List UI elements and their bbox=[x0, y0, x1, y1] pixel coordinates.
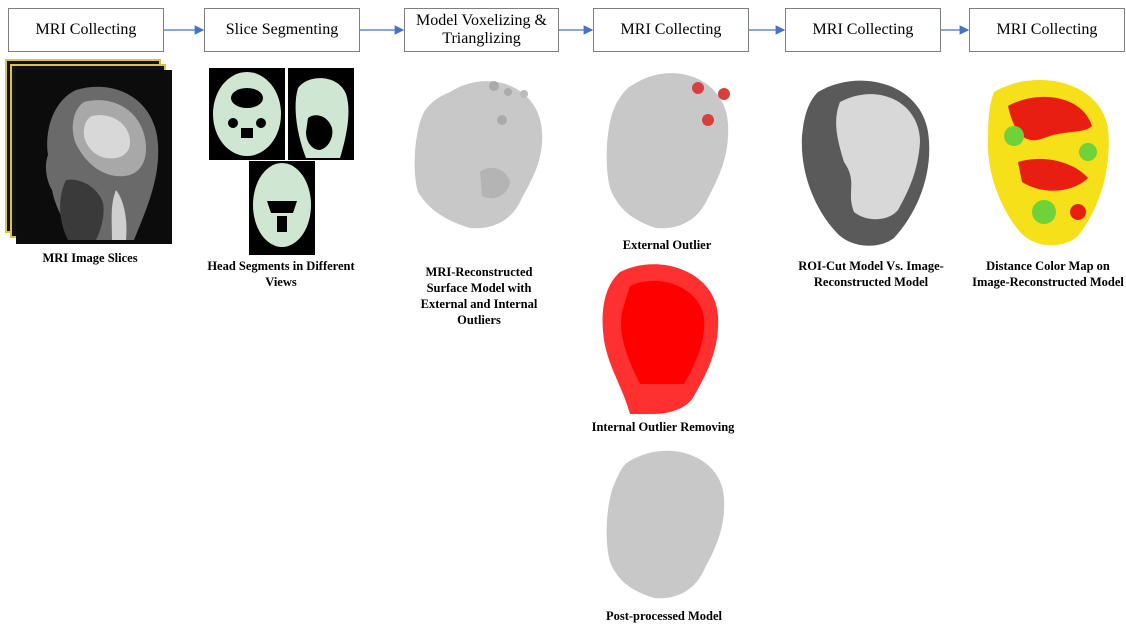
roi-cut-image bbox=[798, 72, 938, 252]
head-segment-sagittal-image bbox=[288, 68, 354, 160]
caption-mri-slices: MRI Image Slices bbox=[10, 250, 170, 266]
caption-external-outlier: External Outlier bbox=[594, 237, 740, 253]
head-segment-axial-image bbox=[209, 68, 285, 160]
caption-post-processed: Post-processed Model bbox=[584, 608, 744, 624]
distance-map-image bbox=[984, 72, 1114, 252]
caption-surface-model: MRI-Reconstructed Surface Model with Ext… bbox=[404, 264, 554, 328]
mri-slices-image bbox=[6, 60, 174, 248]
head-segment-coronal-image bbox=[249, 161, 315, 255]
caption-internal-outlier: Internal Outlier Removing bbox=[580, 419, 746, 435]
caption-roi-cut: ROI-Cut Model Vs. Image-Reconstructed Mo… bbox=[796, 258, 946, 290]
caption-distance-map: Distance Color Map on Image-Reconstructe… bbox=[970, 258, 1126, 290]
internal-outlier-image bbox=[600, 256, 724, 416]
external-outlier-image bbox=[604, 64, 744, 234]
caption-head-segments: Head Segments in Different Views bbox=[206, 258, 356, 290]
surface-model-image bbox=[410, 72, 560, 232]
post-processed-image bbox=[604, 442, 734, 602]
